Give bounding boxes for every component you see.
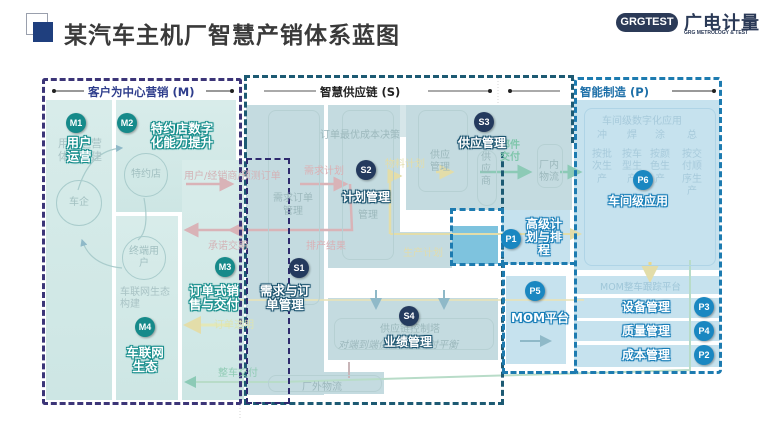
supply-mgmt-ghost: 供应管理 [430,150,450,173]
demand-order-box [268,110,320,305]
outside-logistics-box [268,375,382,392]
workshop-title-ghost: 车间级数字化应用 [602,116,682,127]
workshop-columns: 冲按批次生产 焊按车型生产 涂按颜色生产 总按交付顺序生产 [590,130,712,260]
module-m1-label[interactable]: 用户运营 [66,135,92,164]
inplant-logistics-box [537,144,563,188]
workshop-col-assembly: 总按交付顺序生产 [682,130,702,197]
badge-m4[interactable]: M4 [135,317,155,337]
module-m2-label[interactable]: 特约店数字化能力提升 [150,121,214,150]
badge-s2[interactable]: S2 [356,160,376,180]
page-title: 某汽车主机厂智慧产销体系蓝图 [64,23,400,49]
demand-order-ghost: 需求订单管理 [273,193,313,217]
badge-p2[interactable]: P2 [694,345,714,365]
module-p2-label[interactable]: 成本管理 [622,348,671,362]
marketing-section-outline [42,78,242,405]
badge-s3[interactable]: S3 [474,112,494,132]
supply-section-outline-top [244,75,574,143]
workshop-col-stamping: 冲按批次生产 [592,130,612,185]
badge-p1[interactable]: P1 [501,229,521,249]
control-tower-sub-ghost: 对端到端供需做出实时平衡 [338,340,458,351]
inplant-logistics-ghost: 厂内物流 [539,160,559,183]
badge-m3[interactable]: M3 [215,257,235,277]
manufacturing-section-outline [574,77,722,374]
workshop-box [584,108,716,266]
module-s4-label[interactable]: 业绩管理 [384,335,433,349]
outside-logistics-ghost: 厂外物流 [302,382,342,393]
badge-p5[interactable]: P5 [525,281,545,301]
s1-highlight-outline [246,158,290,404]
mom-tracking-ghost: MOM整车跟踪平台 [600,282,681,293]
flow-forecast-order: 用户/经销商/预测订单 [184,171,281,182]
company-name-en: GRG METROLOGY & TEST [684,30,749,36]
iov-ghost-text: 车联网生态构建 [120,287,170,310]
p1-overlap-block [452,226,498,264]
flow-order-transparency: 订单透明 [214,320,254,331]
company-name-cn: 广电计量 [684,13,760,34]
badge-m2[interactable]: M2 [117,113,137,133]
manufacturing-lower-outline [502,262,576,374]
module-p4-label[interactable]: 质量管理 [622,324,671,338]
supplier-pill [477,150,497,206]
title-decoration-square [33,22,53,42]
node-car-company: 车企 [56,180,102,226]
module-m4-label[interactable]: 车联网生态 [126,345,164,374]
flow-material-plan: 物料计划 [385,159,425,170]
flow-demand-plan: 需求计划 [304,166,344,177]
module-s1-label[interactable]: 需求与订单管理 [260,283,311,312]
badge-p3[interactable]: P3 [694,297,714,317]
supply-box [418,110,468,192]
p1-outline [450,208,504,266]
module-m3-label[interactable]: 订单式销售与交付 [189,283,240,312]
supplier-ghost: 供应商 [481,152,491,187]
badge-m1[interactable]: M1 [66,113,86,133]
module-s3-label[interactable]: 供应管理 [458,136,507,150]
supply-section-title: 智慧供应链 (S) [320,85,401,99]
flow-parts-delivery: 部件交付 [500,140,520,163]
user-ops-ghost-text: 用户运营体系构建 [58,137,102,164]
manufacturing-section-title: 智能制造 (P) [580,85,649,99]
workshop-col-welding: 焊按车型生产 [622,130,642,185]
module-p6-label[interactable]: 车间级应用 [608,194,669,208]
badge-p6[interactable]: P6 [633,170,653,190]
workshop-col-painting: 涂按颜色生产 [650,130,670,185]
flow-vehicle-delivery: 整车交付 [218,368,258,379]
flow-production-plan: 生产计划 [403,248,443,259]
module-s2-label[interactable]: 计划管理 [342,190,391,204]
badge-s4[interactable]: S4 [399,306,419,326]
node-end-user: 终端用户 [122,236,166,280]
grgtest-logo: GRGTEST [616,13,678,32]
control-tower-ghost: 供应链控制塔 [380,324,440,335]
marketing-section-title: 客户为中心营销 (M) [88,85,195,99]
plan-box [342,110,394,260]
module-p1-label[interactable]: 高级计划与排程 [526,217,563,258]
module-p3-label[interactable]: 设备管理 [622,300,671,314]
badge-p4[interactable]: P4 [694,321,714,341]
badge-s1[interactable]: S1 [289,258,309,278]
module-p5-label[interactable]: MOM平台 [511,311,570,325]
plan-mgmt-ghost: 管理 [358,210,378,221]
order-cost-ghost: 订单最优成本决策 [320,130,400,141]
flow-schedule-result: 排产结果 [306,241,346,252]
flow-commit-delivery: 承诺交期 [208,241,248,252]
node-dealer: 特约店 [124,153,168,197]
